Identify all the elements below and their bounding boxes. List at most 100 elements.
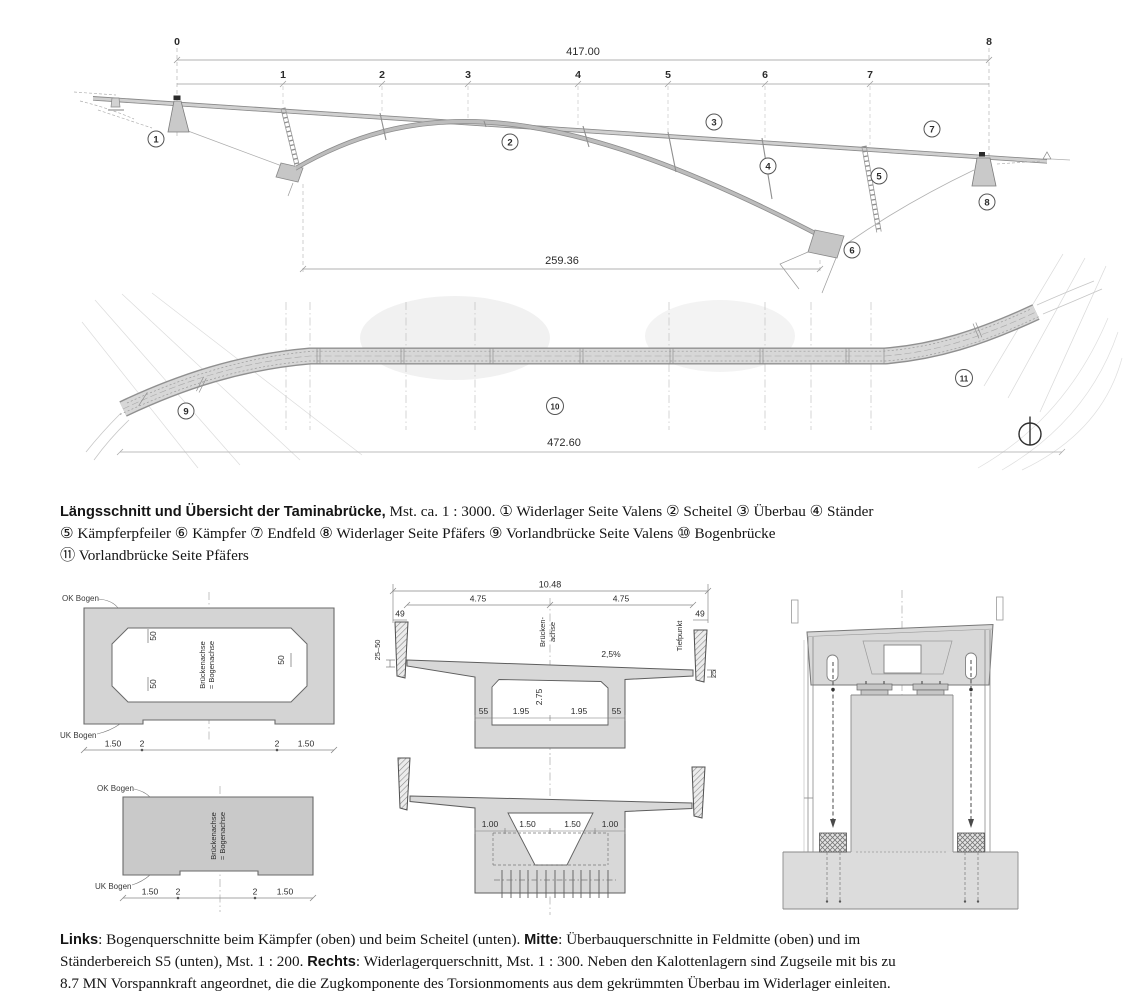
axis-label-1: Brückenachse bbox=[198, 641, 207, 689]
plan-drawing: 472.60 9 10 11 bbox=[81, 253, 1123, 471]
callout-4: 4 bbox=[759, 157, 777, 175]
dim-150a: 1.50 bbox=[519, 819, 536, 829]
axis-end-lines bbox=[176, 48, 990, 158]
callout-1: 1 bbox=[147, 130, 165, 148]
north-arrow-icon bbox=[1018, 416, 1042, 446]
deck-joints bbox=[138, 322, 983, 406]
terrain-right bbox=[996, 151, 1071, 165]
svg-text:2: 2 bbox=[379, 69, 385, 81]
slot-left bbox=[826, 654, 839, 682]
bottom-dims: 1.50 2 2 1.50 bbox=[80, 739, 338, 754]
svg-text:9: 9 bbox=[183, 407, 188, 418]
svg-text:6: 6 bbox=[849, 246, 854, 257]
svg-text:1: 1 bbox=[153, 135, 159, 146]
bearings bbox=[856, 683, 949, 696]
slope-label: 2,5% bbox=[601, 649, 621, 659]
axis-tick-line bbox=[177, 80, 989, 88]
top-dims bbox=[389, 584, 712, 623]
box-void bbox=[491, 679, 609, 726]
terrain-slope-right bbox=[845, 169, 975, 245]
foundation bbox=[782, 851, 1019, 910]
post-left bbox=[791, 599, 799, 624]
bridge-overview-drawing: 417.00 0 8 1 2 3 4 5 6 7 bbox=[73, 36, 1123, 471]
callout-7: 7 bbox=[923, 120, 941, 138]
svg-text:1.50: 1.50 bbox=[277, 887, 294, 897]
svg-text:2: 2 bbox=[176, 887, 181, 897]
elevation-callouts: 1 2 3 4 5 6 7 8 bbox=[147, 113, 996, 259]
arch-section-kaempfer: 50 50 50 OK Bogen UK Bogen Brückenachse … bbox=[60, 592, 338, 754]
svg-text:5: 5 bbox=[876, 172, 882, 183]
axis-0-label: 0 bbox=[174, 36, 180, 48]
tiefpunkt-label: Tiefpunkt bbox=[675, 620, 684, 651]
arch-section-scheitel: OK Bogen UK Bogen Brückenachse = Bogenac… bbox=[95, 784, 317, 912]
dim-25: 25 bbox=[709, 670, 718, 678]
deck-plan-band bbox=[119, 304, 1041, 417]
tie-cable-right bbox=[957, 660, 985, 903]
plan-axis-lines bbox=[285, 302, 872, 430]
dim-49b: 49 bbox=[695, 609, 705, 619]
callout-11: 11 bbox=[955, 369, 973, 387]
dim-150b: 1.50 bbox=[564, 819, 581, 829]
brueckenachse-2: achse bbox=[548, 622, 557, 642]
svg-text:2: 2 bbox=[507, 138, 512, 149]
chamfer-dim-3: 50 bbox=[276, 655, 286, 665]
caption-rechts-label: Rechts bbox=[307, 954, 356, 970]
chamfer-dim-2: 50 bbox=[148, 679, 158, 689]
girder-manhole bbox=[883, 644, 922, 674]
terrain-slope-left bbox=[187, 130, 283, 167]
terrain-left bbox=[73, 91, 153, 129]
callout-10: 10 bbox=[546, 397, 564, 415]
dim-100a: 1.00 bbox=[482, 819, 499, 829]
dim-275: 2.75 bbox=[534, 688, 544, 705]
dim-472 bbox=[116, 448, 1066, 456]
axis-8-label: 8 bbox=[986, 36, 992, 48]
caption-overview-line2: ⑤ Kämpferpfeiler ⑥ Kämpfer ⑦ Endfeld ⑧ W… bbox=[60, 525, 776, 542]
kaempfer-right bbox=[779, 229, 845, 294]
dim-195a: 1.95 bbox=[513, 706, 530, 716]
abutment-pfaefers bbox=[971, 152, 997, 187]
svg-text:2: 2 bbox=[253, 887, 258, 897]
abutment-valens bbox=[167, 95, 190, 133]
svg-text:8: 8 bbox=[984, 198, 989, 209]
caption-links-label: Links bbox=[60, 932, 99, 948]
callout-5: 5 bbox=[870, 167, 888, 185]
parapet-left2 bbox=[397, 757, 411, 811]
dim-web-l: 55 bbox=[479, 706, 489, 716]
svg-text:4: 4 bbox=[765, 162, 771, 173]
deck-section-midspan: 10.48 4.75 4.75 49 49 55 1.95 1.95 55 2.… bbox=[373, 580, 718, 755]
svg-text:3: 3 bbox=[711, 118, 716, 129]
post-right bbox=[996, 596, 1004, 621]
svg-text:7: 7 bbox=[867, 69, 873, 81]
dim-web-r: 55 bbox=[612, 706, 622, 716]
dim-2550: 25–50 bbox=[373, 640, 382, 661]
axis-label-2: = Bogenachse bbox=[207, 641, 216, 689]
caption-sections: Links: Bogenquerschnitte beim Kämpfer (o… bbox=[60, 931, 896, 992]
dim-total-label: 417.00 bbox=[566, 46, 600, 58]
callout-9: 9 bbox=[177, 402, 195, 420]
caption-overview-lead: Längsschnitt und Übersicht der Taminabrü… bbox=[60, 504, 386, 520]
uk-bogen-label2: UK Bogen bbox=[95, 882, 131, 891]
dim-arch-label: 259.36 bbox=[545, 255, 579, 267]
slot-right bbox=[965, 652, 977, 680]
dashed-outline bbox=[492, 832, 609, 866]
axis-label-4: = Bogenachse bbox=[218, 812, 227, 860]
dim-475b: 4.75 bbox=[613, 594, 630, 604]
arch bbox=[294, 119, 831, 244]
parapet-left bbox=[394, 621, 409, 679]
svg-text:1.50: 1.50 bbox=[298, 739, 315, 749]
abutment-section bbox=[782, 590, 1019, 910]
ladder-strut-1 bbox=[280, 107, 300, 166]
dim-475a: 4.75 bbox=[470, 594, 487, 604]
svg-text:1.50: 1.50 bbox=[105, 739, 122, 749]
dim-49a: 49 bbox=[395, 609, 405, 619]
svg-text:11: 11 bbox=[960, 374, 969, 383]
caption-overview-line3: ⑪ Vorlandbrücke Seite Pfäfers bbox=[60, 547, 249, 564]
callout-6: 6 bbox=[843, 241, 861, 259]
axis-label-3: Brückenachse bbox=[209, 812, 218, 860]
uk-bogen-label: UK Bogen bbox=[60, 731, 96, 740]
svg-text:1.50: 1.50 bbox=[142, 887, 159, 897]
callout-8: 8 bbox=[978, 193, 996, 211]
dowel-bars bbox=[501, 870, 609, 898]
svg-text:10: 10 bbox=[551, 402, 560, 411]
